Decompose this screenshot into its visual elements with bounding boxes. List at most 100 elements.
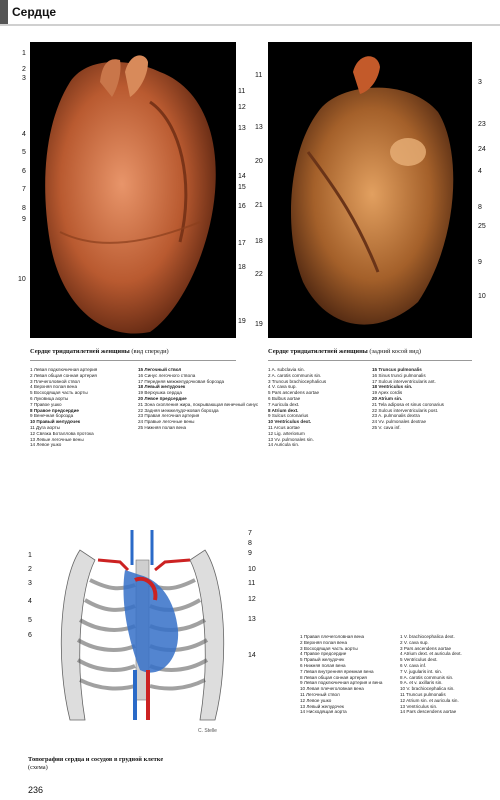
legend-entry: 22 Sulcus interventricularis post. <box>372 407 439 413</box>
front-label-11: 11 <box>238 88 246 95</box>
back-label-22: 22 <box>255 271 263 278</box>
legend-entry: 10 Левая плечеголовная вена <box>300 686 364 692</box>
front-label-8: 8 <box>22 205 26 212</box>
thorax-label-2: 2 <box>28 566 32 573</box>
legend-entry: 23 Правая легочная артерия <box>138 413 200 419</box>
legend-entry: 25 Нижняя полая вена <box>138 424 187 430</box>
legend-entry: 6 Bulbus aortae <box>268 395 301 401</box>
thorax-label-12: 12 <box>248 596 256 603</box>
back-label-24: 24 <box>478 146 486 153</box>
legend-entry: 19 Apex cordis <box>372 390 403 396</box>
legend-entry: 4 V. cava sup. <box>268 384 297 390</box>
legend-entry: 19 Верхушка сердца <box>138 390 182 396</box>
legend-entry: 11 Truncus pulmonalis <box>400 691 446 697</box>
legend-entry: 13 Ventriculus sin. <box>400 703 438 709</box>
heart-back-photo <box>268 42 472 338</box>
legend-entry: 13 Левый желудочек <box>300 703 344 709</box>
back-label-8: 8 <box>478 204 482 211</box>
legend-entry: 24 Vv. pulmonales dextrae <box>372 419 427 425</box>
front-label-10: 10 <box>18 276 26 283</box>
front-caption-title: Сердце тридцатилетней женщины <box>30 348 130 355</box>
front-label-16: 16 <box>238 203 246 210</box>
legend-entry: 13 Левые легочные вены <box>30 436 84 442</box>
back-label-4: 4 <box>478 168 482 175</box>
front-label-5: 5 <box>22 149 26 156</box>
front-label-9: 9 <box>22 216 26 223</box>
front-label-12: 12 <box>238 104 246 111</box>
front-label-1: 1 <box>22 50 26 57</box>
legend-entry: 12 Связка Боталлова протока <box>30 430 94 436</box>
legend-entry: 14 Pars descendens aortae <box>400 709 457 715</box>
back-label-11: 11 <box>255 72 263 79</box>
thorax-label-7: 7 <box>248 530 252 537</box>
thorax-diagram <box>40 520 245 750</box>
thorax-label-5: 5 <box>28 617 32 624</box>
legend-entry: 15 Легочный ствол <box>138 367 182 372</box>
legend-entry: 17 Sulcus interventricularis ant. <box>372 378 436 384</box>
legend-entry: 3 Pars ascendens aortae <box>400 645 452 651</box>
thorax-label-6: 6 <box>28 632 32 639</box>
back-label-21: 21 <box>255 202 263 209</box>
front-caption-view: (вид спереди) <box>131 348 169 355</box>
legend-entry: 7 Auricula dext. <box>268 401 300 407</box>
back-label-13: 13 <box>255 124 263 131</box>
legend-entry: 7 Левая внутренняя яремная вена <box>300 668 374 674</box>
front-label-2: 2 <box>22 66 26 73</box>
legend-entry: 12 Левое ушко <box>300 697 332 703</box>
back-label-23: 23 <box>478 121 486 128</box>
back-caption-title: Сердце тридцатилетней женщины <box>268 348 368 355</box>
legend-entry: 21 Зона скопления жира, покрывающая вене… <box>138 401 259 407</box>
legend-entry: 2 Левая общая сонная артерия <box>30 372 97 378</box>
heart-front-illustration <box>45 55 216 334</box>
thorax-caption-sub: (схема) <box>28 764 48 771</box>
legend-entry: 6 Луковица аорты <box>30 395 69 401</box>
legend-entry: 24 Правые легочные вены <box>138 419 195 425</box>
heart-front-photo <box>30 42 236 338</box>
legend-entry: 5 Pars ascendens aortae <box>268 390 320 396</box>
legend-entry: 12 Atrium sin. et auricula sin. <box>400 697 459 703</box>
legend-latin-col1: 1 A. subclavia sin.2 A. carotis communis… <box>268 367 326 448</box>
page-title: Сердце <box>12 5 57 19</box>
legend-entry: 14 Auricula sin. <box>268 442 300 448</box>
legend-entry: 4 Верхняя полая вена <box>30 384 78 390</box>
legend-entry: 8 A. carotis communis sin. <box>400 674 454 680</box>
thorax-label-4: 4 <box>28 598 32 605</box>
thorax-label-8: 8 <box>248 540 252 547</box>
thorax-label-10: 10 <box>248 566 256 573</box>
thorax-label-11: 11 <box>248 580 256 587</box>
legend-entry: 22 Задняя межжелудочковая борозда <box>138 407 219 413</box>
back-label-25: 25 <box>478 223 486 230</box>
legend-entry: 9 Левая подключичная артерия и вена <box>300 680 383 686</box>
thorax-label-14: 14 <box>248 652 256 659</box>
legend-entry: 8 Правое предсердие <box>30 407 79 413</box>
legend-entry: 6 V. cava inf. <box>400 662 427 668</box>
legend-entry: 18 Левый желудочек <box>138 384 186 390</box>
legend-entry: 15 Truncus pulmonalis <box>372 367 422 372</box>
legend-entry: 14 Нисходящая аорта <box>300 709 347 715</box>
front-divider <box>30 360 236 361</box>
front-label-14: 14 <box>238 173 246 180</box>
legend-entry: 2 A. carotis communis sin. <box>268 372 322 378</box>
legend-entry: 3 Truncus brachiocephalicus <box>268 378 327 384</box>
legend-thorax-latin: 1 V. brachiocephalica dext.2 V. cava sup… <box>400 634 462 715</box>
thorax-caption: Топография сердца и сосудов в грудной кл… <box>28 756 164 763</box>
legend-entry: 10 Правый желудочек <box>30 419 81 425</box>
front-label-19: 19 <box>238 318 246 325</box>
legend-entry: 1 V. brachiocephalica dext. <box>400 634 455 639</box>
front-label-6: 6 <box>22 168 26 175</box>
legend-entry: 2 V. cava sup. <box>400 639 429 645</box>
front-label-17: 17 <box>238 240 246 247</box>
legend-entry: 16 Sinus trunci pulmonalis <box>372 372 426 378</box>
back-caption: Сердце тридцатилетней женщины (задний ко… <box>268 348 421 355</box>
back-label-20: 20 <box>255 158 263 165</box>
legend-entry: 23 A. pulmonalis dextra <box>372 413 420 419</box>
back-label-10: 10 <box>478 293 486 300</box>
header-bar <box>0 0 8 24</box>
heart-back-illustration <box>291 56 454 325</box>
legend-entry: 16 Синус легочного ствола <box>138 372 196 378</box>
front-label-7: 7 <box>22 186 26 193</box>
legend-entry: 3 Восходящая часть аорты <box>300 645 358 651</box>
